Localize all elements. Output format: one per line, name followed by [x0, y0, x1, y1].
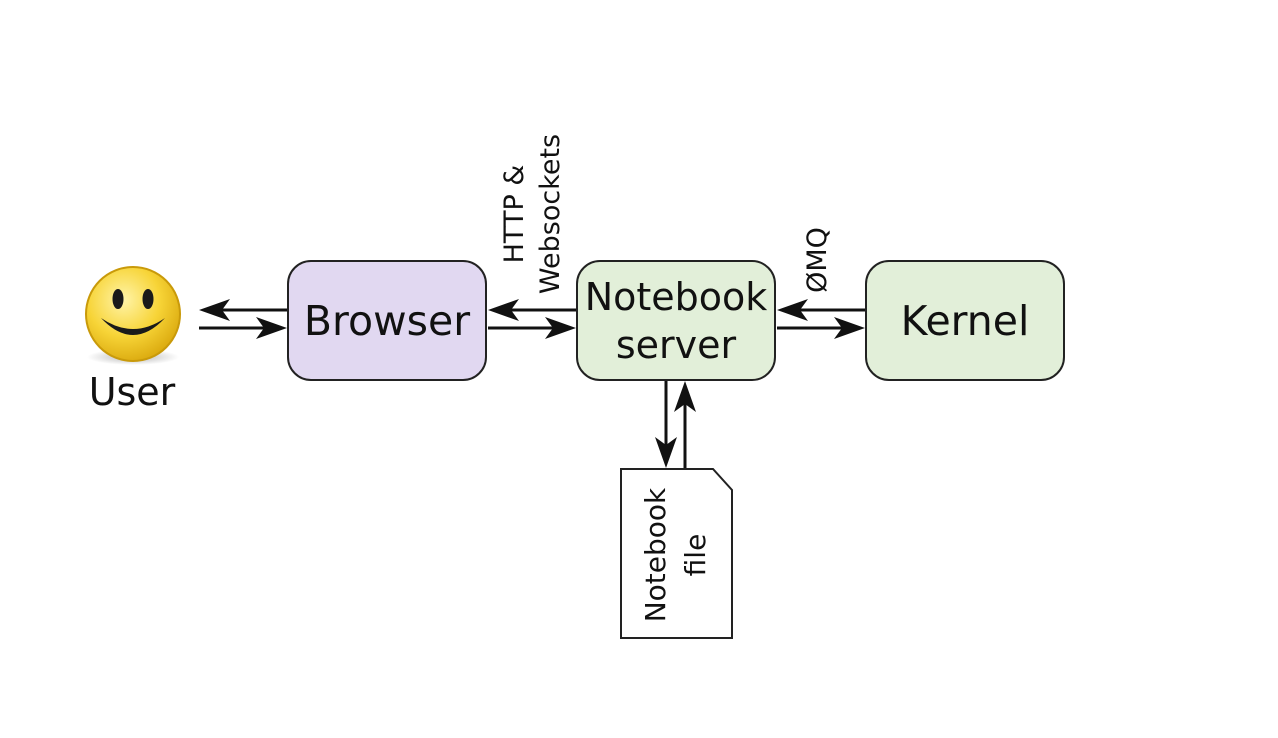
notebook-server-label: Notebook server [584, 274, 768, 367]
user-browser-arrows [199, 299, 287, 339]
kernel-node: Kernel [865, 260, 1065, 381]
notebook-file-shape [620, 468, 733, 639]
smiley-face-icon [85, 266, 181, 365]
browser-label: Browser [303, 296, 471, 345]
server-kernel-arrows [777, 299, 865, 339]
kernel-label: Kernel [900, 296, 1030, 345]
browser-node: Browser [287, 260, 487, 381]
user-label: User [88, 370, 176, 414]
http-websockets-label: HTTP & Websockets [499, 133, 566, 295]
notebook-server-node: Notebook server [576, 260, 776, 381]
notebook-file-label: Notebook file [639, 487, 712, 623]
server-file-arrows [655, 381, 696, 468]
zmq-label: ØMQ [802, 227, 833, 293]
browser-server-arrows [488, 299, 576, 339]
